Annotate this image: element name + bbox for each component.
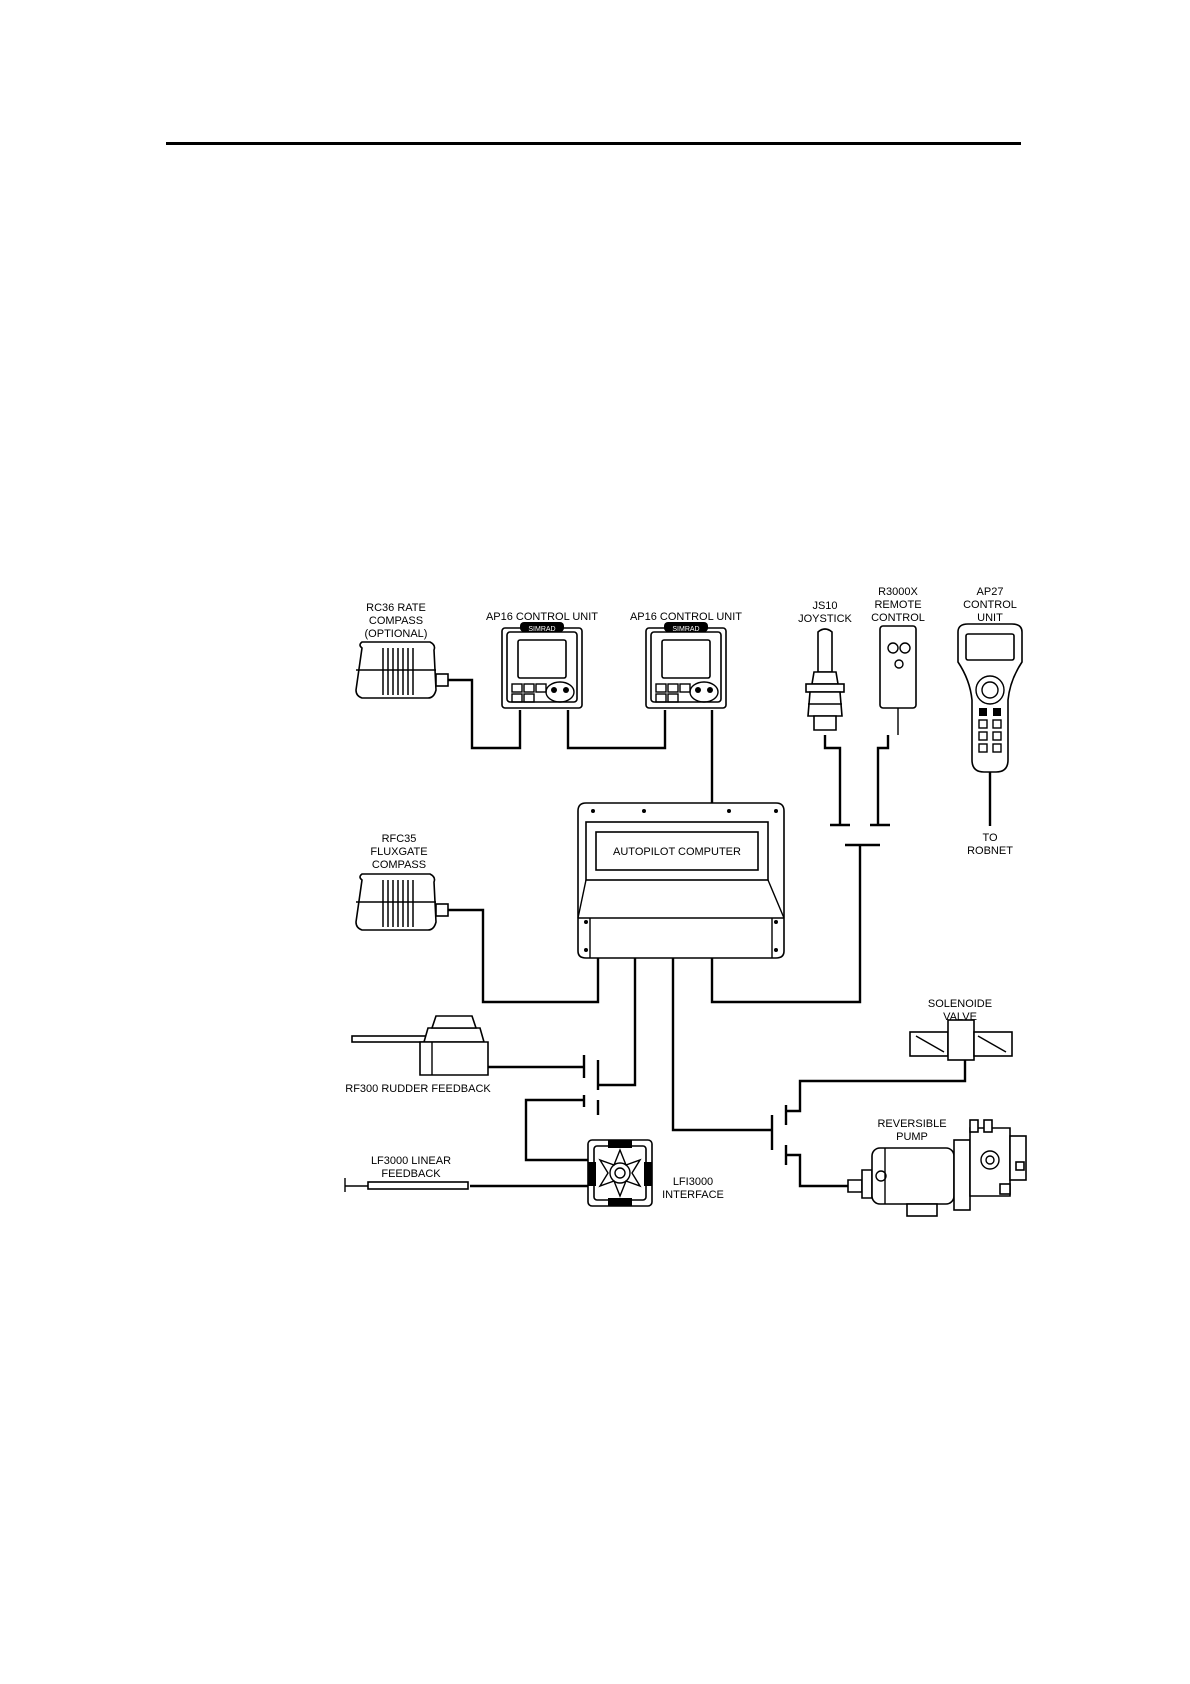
pump-label-line2: PUMP [896,1131,928,1143]
js10-label-line1: JS10 [812,600,837,612]
solenoide-valve [910,1020,1012,1060]
rc36-rate-compass [356,642,448,698]
pump-label-line1: REVERSIBLE [877,1118,946,1130]
reversible-pump [848,1120,1026,1216]
r3000x-label-line2: REMOTE [874,599,921,611]
lfi3000-label-line1: LFI3000 [673,1176,713,1188]
rc36-label-line1: RC36 RATE [366,602,426,614]
solenoide-label-line1: SOLENOIDE [928,998,992,1010]
ap16-right-label: AP16 CONTROL UNIT [630,611,742,623]
r3000x-label-line1: R3000X [878,586,918,598]
rfc35-fluxgate-compass [356,874,448,930]
ap16-control-unit-right [646,622,726,708]
rf300-rudder-feedback [352,1016,488,1075]
ap27-label-line1: AP27 [977,586,1004,598]
lfi3000-interface [588,1140,652,1206]
ap16-right-brand: SIMRAD [672,626,699,633]
robnet-label-line2: ROBNET [967,845,1013,857]
autopilot-computer-label: AUTOPILOT COMPUTER [613,846,741,858]
solenoide-label-line2: VALVE [943,1011,977,1023]
rfc35-label-line1: RFC35 [382,833,417,845]
ap27-label-line3: UNIT [977,612,1003,624]
lf3000-label-line1: LF3000 LINEAR [371,1155,451,1167]
ap16-control-unit-left [502,622,582,708]
js10-joystick [806,629,844,730]
robnet-label-line1: TO [982,832,998,844]
lfi3000-label-line2: INTERFACE [662,1189,724,1201]
rf300-label: RF300 RUDDER FEEDBACK [345,1083,491,1095]
js10-label-line2: JOYSTICK [798,613,852,625]
lf3000-linear-feedback [345,1178,468,1192]
rfc35-label-line3: COMPASS [372,859,426,871]
rc36-label-line2: COMPASS [369,615,423,627]
ap27-label-line2: CONTROL [963,599,1017,611]
ap27-control-unit [958,624,1022,826]
r3000x-remote-control [880,626,916,735]
r3000x-label-line3: CONTROL [871,612,925,624]
rfc35-label-line2: FLUXGATE [370,846,427,858]
rc36-label-line3: (OPTIONAL) [365,628,428,640]
lf3000-label-line2: FEEDBACK [381,1168,441,1180]
ap16-left-label: AP16 CONTROL UNIT [486,611,598,623]
autopilot-computer [578,803,784,958]
ap16-left-brand: SIMRAD [528,626,555,633]
